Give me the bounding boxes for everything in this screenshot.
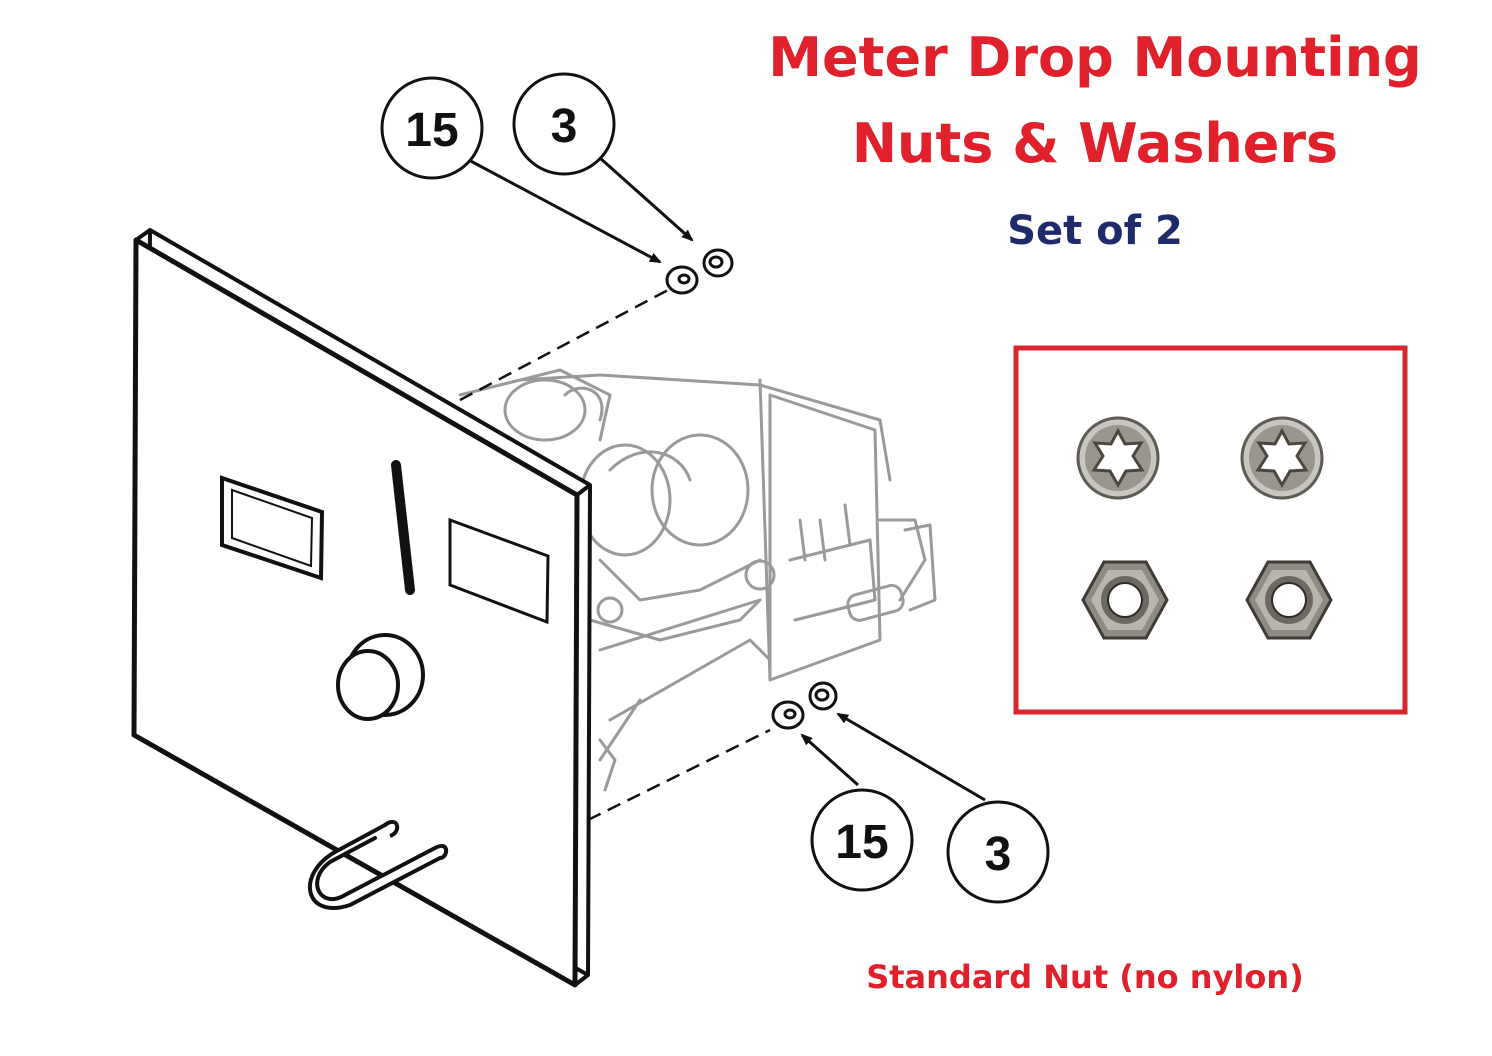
callout-top-nut: 3: [512, 72, 616, 176]
callout-top-washer-number: 15: [405, 104, 458, 157]
top-washer: [665, 265, 699, 295]
lock-washer-right: [1240, 416, 1324, 500]
right-display-window: [448, 517, 550, 625]
leader-arrows: [464, 156, 986, 802]
top-nut: [702, 248, 734, 278]
callout-bottom-washer-number: 15: [835, 816, 888, 869]
callout-bottom-nut-number: 3: [985, 828, 1012, 881]
bottom-nut: [808, 681, 838, 711]
meter-faceplate: [131, 228, 592, 988]
hex-nut-right: [1245, 560, 1333, 640]
callout-top-nut-number: 3: [551, 100, 578, 153]
meter-knob: [336, 633, 425, 721]
title-line-1: Meter Drop Mounting: [768, 26, 1422, 89]
callout-bottom-nut: 3: [946, 800, 1050, 904]
footnote: Standard Nut (no nylon): [866, 958, 1304, 996]
meter-mechanism: [458, 368, 937, 792]
product-photo-frame: [1013, 345, 1408, 715]
title-line-2: Nuts & Washers: [851, 112, 1339, 175]
lock-washer-left: [1076, 416, 1160, 500]
subtitle: Set of 2: [1007, 208, 1183, 254]
callout-bottom-washer: 15: [810, 788, 914, 892]
coin-slot: [391, 460, 415, 595]
hex-nut-left: [1081, 560, 1169, 640]
bottom-washer: [771, 700, 805, 730]
left-display-window: [220, 475, 325, 581]
callout-top-washer: 15: [380, 76, 484, 180]
mounting-dashed-lines: [459, 288, 771, 822]
hook-bracket: [307, 823, 442, 910]
